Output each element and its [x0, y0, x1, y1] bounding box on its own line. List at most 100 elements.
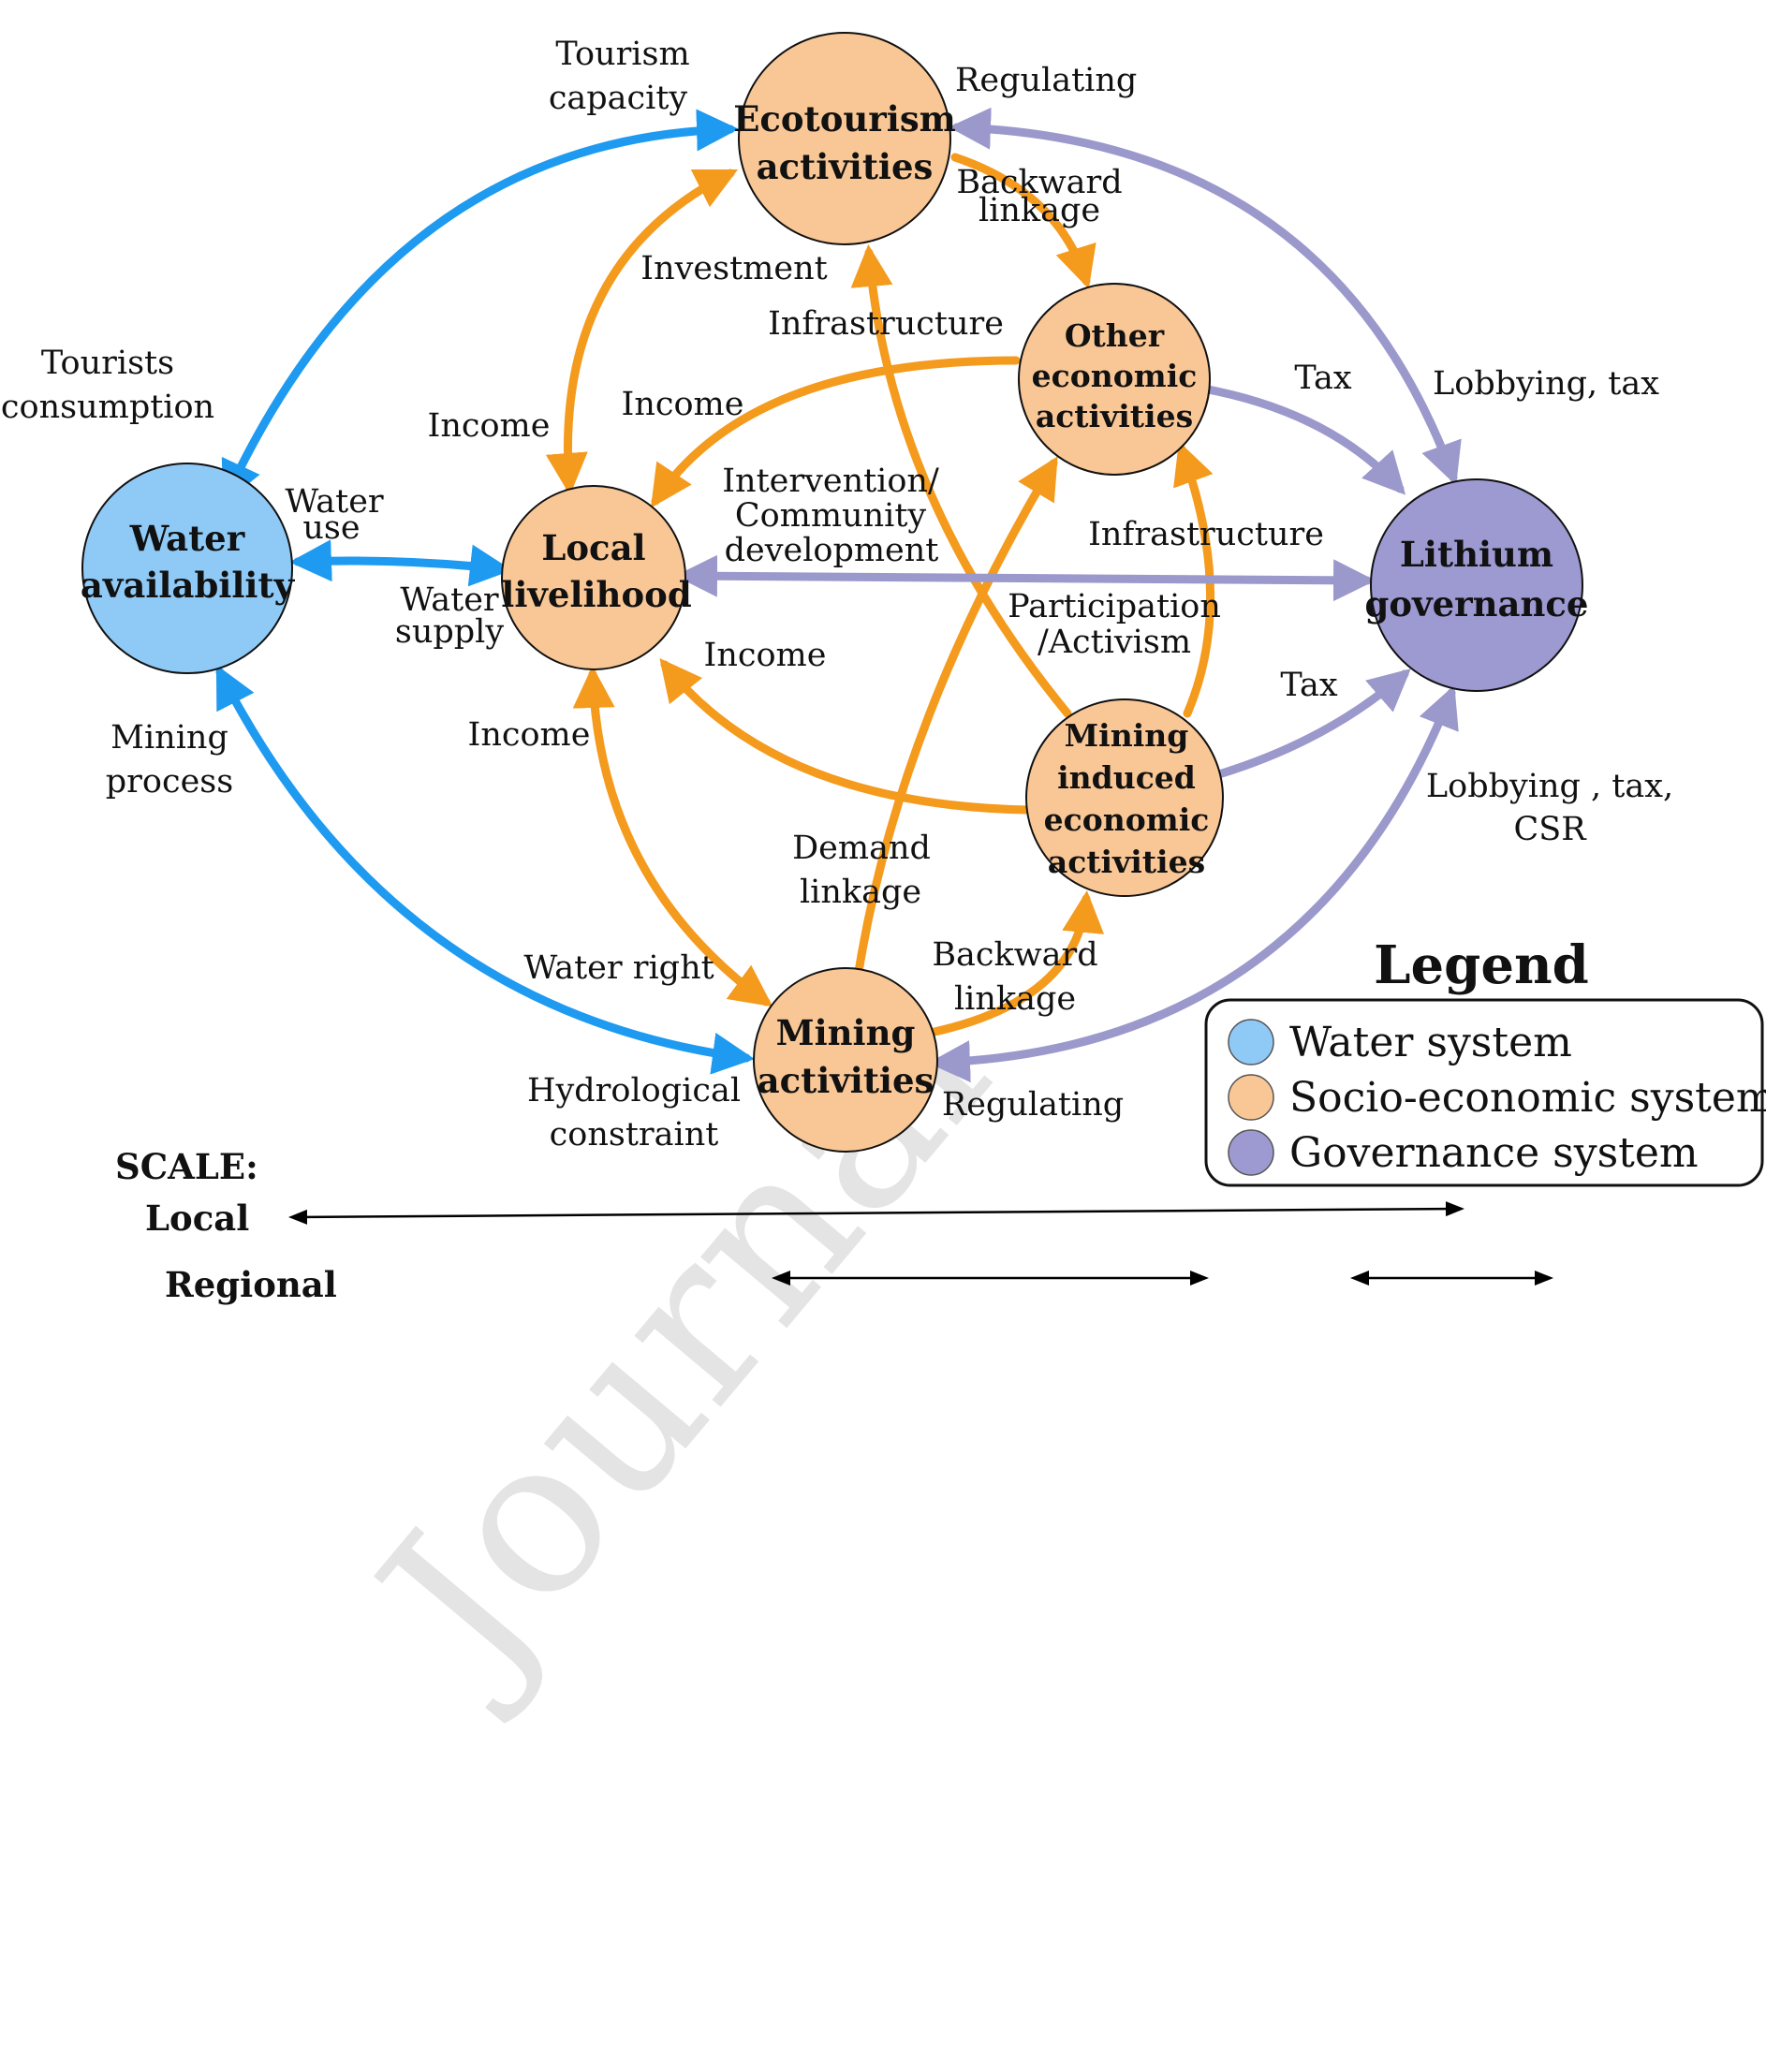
edge-other-governance: [1199, 384, 1406, 495]
label-lobbying-tax-csr: Lobbying , tax,: [1426, 768, 1673, 805]
legend-swatch-socio: [1228, 1074, 1274, 1121]
node-label-line: Mining: [776, 1012, 916, 1053]
label-water-use: use: [302, 509, 360, 547]
node-ecotourism-activities[interactable]: Ecotourism activities: [733, 32, 956, 245]
label-lobbying-tax-top: Lobbying, tax: [1433, 365, 1659, 403]
node-mining-induced-economic-activities[interactable]: Mining induced economic activities: [1025, 698, 1224, 897]
label-mining-process: Mining: [110, 719, 228, 757]
edge-water-mining: [215, 664, 755, 1075]
node-label-line: activities: [1048, 844, 1205, 880]
scale-title: SCALE:: [115, 1146, 258, 1187]
legend-item-water: Water system: [1289, 1019, 1572, 1066]
node-label-line: livelihood: [501, 574, 691, 615]
label-intervention: development: [725, 532, 939, 569]
node-label-line: governance: [1365, 583, 1589, 625]
label-backward-linkage-bottom: Backward: [932, 936, 1097, 974]
node-label-line: activities: [1036, 398, 1193, 434]
label-regulating-top: Regulating: [955, 62, 1137, 99]
label-backward-linkage-top: linkage: [979, 192, 1100, 229]
node-circle: [81, 463, 293, 674]
legend: Legend Water system Socio-economic syste…: [1204, 934, 1766, 1187]
label-participation: Participation: [1008, 588, 1221, 625]
legend-item-socio: Socio-economic systems: [1289, 1074, 1766, 1122]
edge-mininginduced-governance: [1217, 669, 1411, 778]
node-circle: [753, 967, 938, 1153]
node-label-line: induced: [1057, 759, 1196, 796]
node-other-economic-activities[interactable]: Other economic activities: [1018, 283, 1211, 476]
label-hydrological-constraint: constraint: [550, 1116, 719, 1154]
label-income-eco: Income: [428, 407, 551, 445]
edge-labels: Tourism capacity Tourists consumption Re…: [1, 36, 1673, 1154]
label-tax-top: Tax: [1294, 360, 1351, 397]
node-circle: [1018, 283, 1211, 476]
edges-water: [215, 109, 755, 1075]
node-circle: [1025, 698, 1224, 897]
legend-swatch-water: [1228, 1019, 1274, 1065]
edge-other-livelihood: [651, 356, 1021, 508]
legend-item-governance: Governance system: [1289, 1129, 1699, 1177]
label-infrastructure-right: Infrastructure: [1088, 516, 1324, 553]
label-income-mining: Income: [468, 716, 591, 754]
node-label-line: activities: [758, 1060, 935, 1101]
label-tourists-consumption: Tourists: [41, 345, 174, 382]
edge-governance-mining: [928, 684, 1459, 1083]
label-tourism-capacity: Tourism: [555, 36, 689, 73]
node-label-line: Water: [129, 518, 245, 559]
scale-local-arrow: [288, 1201, 1464, 1225]
label-hydrological-constraint: Hydrological: [527, 1072, 741, 1109]
label-water-right: Water right: [523, 949, 714, 987]
node-label-line: Local: [541, 527, 645, 568]
label-backward-linkage-bottom: linkage: [954, 980, 1076, 1018]
node-circle: [1370, 478, 1583, 692]
edge-mining-other: [854, 456, 1058, 977]
label-tourists-consumption: consumption: [1, 389, 214, 426]
legend-title: Legend: [1374, 934, 1589, 996]
legend-swatch-governance: [1228, 1129, 1274, 1176]
edge-mininginduced-livelihood: [659, 657, 1033, 815]
node-circle: [738, 32, 951, 245]
edge-water-livelihood: [289, 539, 512, 587]
label-infrastructure-top: Infrastructure: [768, 305, 1004, 343]
label-investment: Investment: [640, 250, 827, 287]
edge-livelihood-mining: [572, 666, 773, 1007]
node-label-line: Ecotourism: [733, 98, 956, 140]
label-intervention: Intervention/: [722, 463, 939, 500]
node-label-line: Mining: [1065, 717, 1189, 754]
label-participation: /Activism: [1038, 624, 1191, 661]
node-water-availability[interactable]: Water availability: [81, 463, 296, 674]
label-lobbying-tax-csr: CSR: [1513, 811, 1587, 848]
edge-livelihood-ecotourism: [545, 169, 739, 495]
label-water-use: Water: [285, 483, 384, 521]
label-tourism-capacity: capacity: [549, 80, 688, 117]
node-circle: [501, 485, 686, 670]
node-label-line: economic: [1044, 801, 1210, 838]
scale-regional-label: Regional: [165, 1264, 337, 1305]
label-income-mining-induced: Income: [704, 637, 827, 674]
edge-mininginduced-ecotourism: [850, 244, 1072, 718]
label-regulating-bottom: Regulating: [942, 1086, 1124, 1124]
scale-local-label: Local: [145, 1198, 249, 1239]
edges-governance: [675, 107, 1462, 1083]
node-label-line: economic: [1032, 358, 1198, 394]
label-mining-process: process: [106, 763, 233, 801]
label-demand-linkage: linkage: [800, 874, 921, 911]
label-demand-linkage: Demand: [792, 830, 931, 867]
label-intervention: Community: [735, 497, 927, 535]
node-label-line: activities: [757, 146, 934, 187]
label-water-supply: Water: [400, 581, 499, 619]
edge-livelihood-governance: [675, 554, 1376, 602]
node-lithium-governance[interactable]: Lithium governance: [1365, 478, 1589, 692]
node-label-line: availability: [81, 565, 296, 606]
node-local-livelihood[interactable]: Local livelihood: [501, 485, 692, 670]
legend-box: [1204, 998, 1764, 1187]
node-label-line: Other: [1065, 317, 1165, 354]
scale: SCALE: Local Regional: [115, 1146, 1553, 1305]
label-water-supply: supply: [395, 613, 505, 651]
label-income-other: Income: [622, 386, 744, 423]
label-tax-bottom: Tax: [1280, 667, 1337, 704]
node-mining-activities[interactable]: Mining activities: [753, 967, 938, 1153]
edge-water-ecotourism: [221, 109, 739, 505]
edge-governance-ecotourism: [949, 107, 1462, 486]
label-backward-linkage-top: Backward: [956, 164, 1122, 201]
